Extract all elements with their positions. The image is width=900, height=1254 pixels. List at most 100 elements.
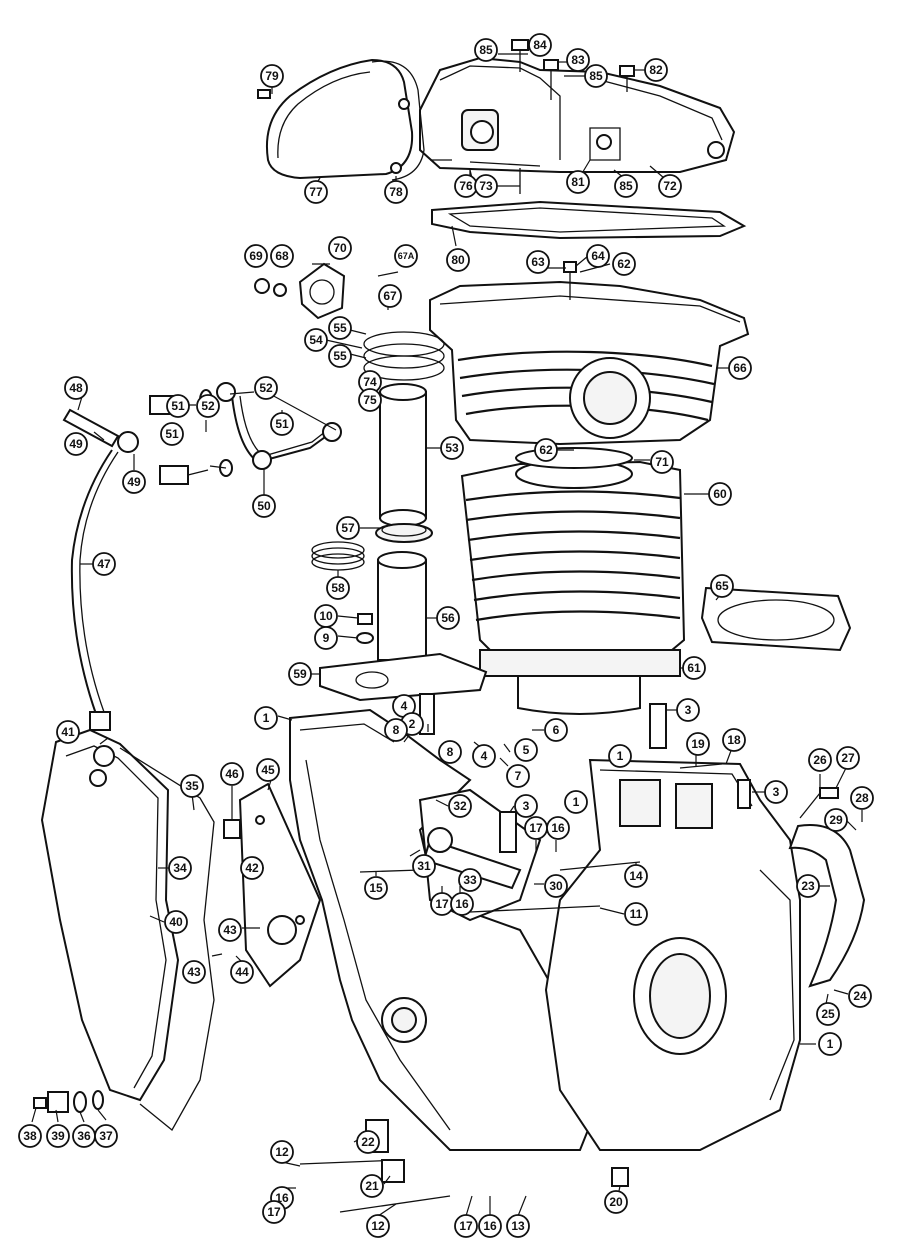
callout-number: 12 xyxy=(275,1145,289,1159)
callout-number: 4 xyxy=(401,699,408,713)
callout-number: 10 xyxy=(319,609,333,623)
callout-41: 41 xyxy=(56,720,80,744)
callout-number: 12 xyxy=(371,1219,385,1233)
callout-number: 30 xyxy=(549,879,563,893)
callout-circle xyxy=(220,762,244,786)
callout-circle xyxy=(358,388,382,412)
callout-number: 50 xyxy=(257,499,271,513)
callout-54: 54 xyxy=(304,328,328,352)
callout-circle xyxy=(614,174,638,198)
callout-number: 54 xyxy=(309,333,323,347)
callout-number: 62 xyxy=(617,257,631,271)
callout-number: 11 xyxy=(630,907,643,921)
callout-33: 33 xyxy=(458,868,482,892)
callout-56: 56 xyxy=(436,606,460,630)
callout-48: 48 xyxy=(64,376,88,400)
callout-circle xyxy=(676,698,700,722)
callout-77: 77 xyxy=(304,180,328,204)
callout-number: 1 xyxy=(573,795,580,809)
callout-31: 31 xyxy=(412,854,436,878)
callout-number: 22 xyxy=(361,1135,375,1149)
callout-circle xyxy=(764,780,788,804)
callout-23: 23 xyxy=(796,874,820,898)
callout-number: 44 xyxy=(235,965,249,979)
callout-circle xyxy=(528,33,552,57)
callout-number: 72 xyxy=(663,179,677,193)
callout-number: 82 xyxy=(649,63,663,77)
callout-circle xyxy=(534,438,558,462)
callout-number: 55 xyxy=(333,321,347,335)
callout-27: 27 xyxy=(836,746,860,770)
callout-30: 30 xyxy=(544,874,568,898)
callout-1: 1 xyxy=(254,706,278,730)
callout-number: 71 xyxy=(655,455,669,469)
callout-17: 17 xyxy=(430,892,454,916)
callout-85: 85 xyxy=(474,38,498,62)
callout-number: 23 xyxy=(801,879,815,893)
callout-circle xyxy=(796,874,820,898)
callout-circle xyxy=(436,606,460,630)
callout-number: 81 xyxy=(571,175,585,189)
callout-63: 63 xyxy=(526,250,550,274)
plate-42 xyxy=(238,782,322,988)
callout-circle xyxy=(256,758,280,782)
callout-70: 70 xyxy=(328,236,352,260)
callout-55: 55 xyxy=(328,316,352,340)
callout-8: 8 xyxy=(384,718,408,742)
callout-76: 76 xyxy=(454,174,478,198)
callout-1: 1 xyxy=(608,744,632,768)
callout-19: 19 xyxy=(686,732,710,756)
callout-number: 24 xyxy=(853,989,867,1003)
callout-number: 73 xyxy=(479,179,493,193)
callout-circle xyxy=(658,174,682,198)
callout-number: 68 xyxy=(275,249,289,263)
callout-number: 77 xyxy=(309,185,323,199)
callout-number: 56 xyxy=(441,611,455,625)
callout-circle xyxy=(586,244,610,268)
callout-number: 1 xyxy=(617,749,624,763)
callout-circle xyxy=(254,376,278,400)
callout-number: 15 xyxy=(369,881,383,895)
callout-circle xyxy=(252,494,276,518)
callout-circle xyxy=(412,854,436,878)
callout-number: 63 xyxy=(531,255,545,269)
callout-number: 52 xyxy=(201,399,215,413)
callout-number: 65 xyxy=(715,579,729,593)
callout-number: 59 xyxy=(293,667,307,681)
callout-circle xyxy=(314,626,338,650)
callout-number: 57 xyxy=(341,521,355,535)
bracket-23 xyxy=(788,824,866,988)
callout-circle xyxy=(526,250,550,274)
callout-number: 58 xyxy=(331,581,345,595)
callout-52: 52 xyxy=(254,376,278,400)
callout-number: 26 xyxy=(813,753,827,767)
callout-17: 17 xyxy=(262,1200,286,1224)
callout-circle xyxy=(360,1174,384,1198)
callout-circle xyxy=(260,64,284,88)
callout-22: 22 xyxy=(356,1130,380,1154)
callout-circle xyxy=(366,1214,390,1238)
callout-number: 60 xyxy=(713,487,727,501)
callout-circle xyxy=(328,344,352,368)
callout-number: 45 xyxy=(261,763,275,777)
callout-39: 39 xyxy=(46,1124,70,1148)
callout-number: 66 xyxy=(733,361,747,375)
callout-46: 46 xyxy=(220,762,244,786)
callout-62: 62 xyxy=(612,252,636,276)
callout-number: 4 xyxy=(481,749,488,763)
callout-circle xyxy=(506,764,530,788)
callout-number: 37 xyxy=(99,1129,113,1143)
callout-85: 85 xyxy=(614,174,638,198)
callout-circle xyxy=(166,394,190,418)
callout-11: 11 xyxy=(624,902,648,926)
callout-83: 83 xyxy=(566,48,590,72)
head-gasket-80 xyxy=(431,200,747,240)
callout-6: 6 xyxy=(544,718,568,742)
callout-number: 69 xyxy=(249,249,263,263)
callout-number: 38 xyxy=(23,1129,37,1143)
callout-number: 79 xyxy=(265,69,279,83)
callout-circle xyxy=(180,774,204,798)
callout-number: 3 xyxy=(773,785,780,799)
callout-circle xyxy=(824,808,848,832)
